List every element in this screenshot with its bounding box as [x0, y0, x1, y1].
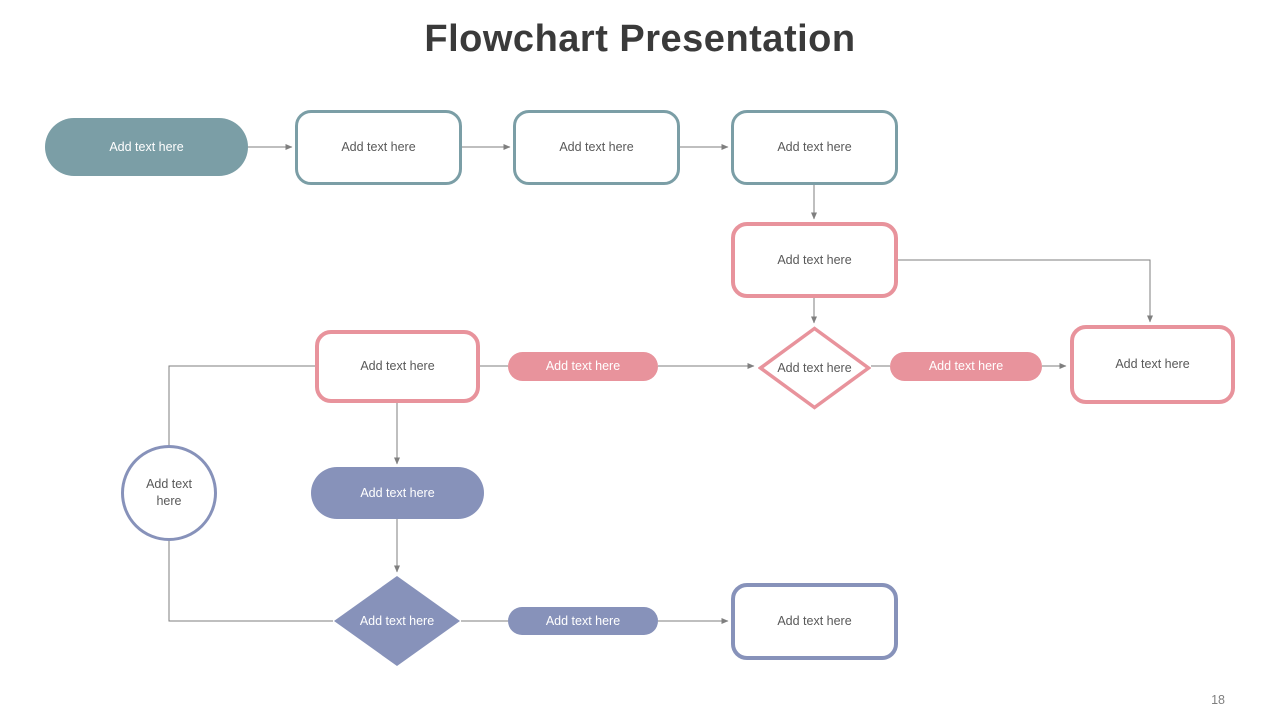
node-label: Add text here [360, 485, 435, 500]
node-label: Add text here [777, 252, 852, 267]
node-label: Add text here [559, 140, 634, 155]
node-connector-pill-3[interactable]: Add text here [508, 607, 658, 635]
node-label: Add text here [777, 614, 852, 629]
diamond-outline-icon [758, 326, 871, 410]
node-decision-1[interactable]: Add text here [758, 326, 871, 410]
slide-title: Flowchart Presentation [424, 18, 856, 60]
node-label: Add text here [146, 477, 192, 508]
node-label: Add text here [545, 613, 621, 628]
node-process-pill[interactable]: Add text here [311, 467, 484, 519]
node-terminator-circle[interactable]: Add text here [121, 445, 217, 541]
node-label: Add text here [545, 359, 621, 374]
node-process-2[interactable]: Add text here [513, 110, 680, 185]
node-label: Add text here [360, 359, 435, 374]
node-process-6[interactable]: Add text here [1070, 325, 1235, 404]
node-process-5[interactable]: Add text here [315, 330, 480, 403]
node-label: Add text here [341, 140, 416, 155]
node-process-7[interactable]: Add text here [731, 583, 898, 660]
diamond-filled-icon [334, 576, 460, 666]
node-label: Add text here [1115, 357, 1190, 372]
node-process-4[interactable]: Add text here [731, 222, 898, 298]
node-connector-pill-2[interactable]: Add text here [890, 352, 1042, 381]
node-process-1[interactable]: Add text here [295, 110, 462, 185]
node-label: Add text here [777, 360, 852, 375]
node-decision-2[interactable]: Add text here [333, 575, 461, 667]
node-process-3[interactable]: Add text here [731, 110, 898, 185]
page-number: 18 [1211, 693, 1225, 707]
node-label: Add text here [109, 139, 184, 154]
node-label: Add text here [777, 140, 852, 155]
node-connector-pill-1[interactable]: Add text here [508, 352, 658, 381]
node-label: Add text here [359, 613, 435, 628]
node-label: Add text here [928, 359, 1004, 374]
node-start-pill[interactable]: Add text here [45, 118, 248, 176]
